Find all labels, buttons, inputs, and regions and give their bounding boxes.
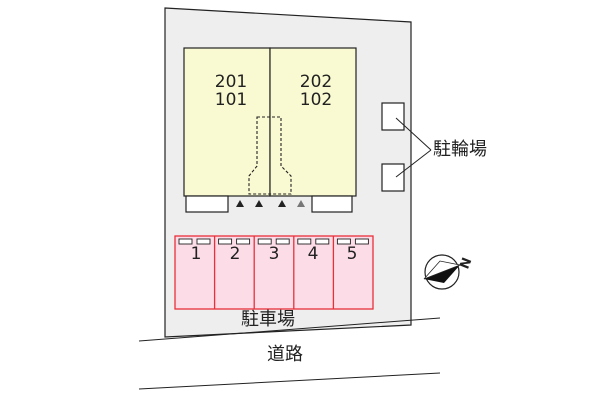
wheel-stop-marker [196, 238, 211, 245]
entry-arrow-3 [278, 200, 286, 207]
wheel-stop-marker [354, 238, 369, 245]
wheel-stop-marker [275, 238, 290, 245]
bicycle-parking-label: 駐輪場 [433, 139, 487, 160]
wheel-stop-marker [297, 238, 312, 245]
entrance-right-block [311, 195, 353, 213]
parking-area [174, 235, 374, 310]
entry-arrow-1 [236, 200, 244, 207]
entry-arrow-2 [255, 200, 263, 207]
parking-space-number-4: 4 [307, 244, 319, 264]
bicycle-rack-1 [381, 102, 405, 131]
leader-line-1 [395, 117, 432, 151]
wheel-stop-marker [336, 238, 351, 245]
parking-space-number-5: 5 [346, 244, 358, 264]
unit-right [269, 47, 357, 197]
parking-outline [174, 235, 374, 310]
wheel-stop-marker [218, 238, 233, 245]
unit-right-upper-number: 202 [299, 72, 333, 92]
parking-space-number-2: 2 [229, 244, 241, 264]
parking-spaces [178, 236, 369, 309]
wheel-stop-marker [178, 238, 193, 245]
leader-line-2 [395, 149, 432, 178]
entry-arrow-4 [297, 200, 305, 207]
road-edge-top [138, 317, 441, 342]
unit-left [183, 47, 271, 197]
entrance-left-block [185, 195, 229, 213]
bicycle-parking [381, 102, 432, 192]
parking-space-number-1: 1 [190, 244, 202, 264]
unit-right-lower-number: 102 [299, 90, 333, 110]
unit-left-lower-number: 101 [214, 90, 248, 110]
wheel-stop-marker [236, 238, 251, 245]
road-label: 道路 [267, 344, 303, 365]
compass-icon [423, 254, 462, 290]
building [183, 47, 357, 213]
parking-label: 駐車場 [241, 309, 295, 330]
wheel-stop-marker [257, 238, 272, 245]
bicycle-rack-2 [381, 163, 405, 192]
road-edge-bottom [138, 372, 441, 390]
unit-left-upper-number: 201 [214, 72, 248, 92]
stair-dashed-outline [248, 116, 292, 195]
parking-space-number-3: 3 [268, 244, 280, 264]
wheel-stop-marker [315, 238, 330, 245]
